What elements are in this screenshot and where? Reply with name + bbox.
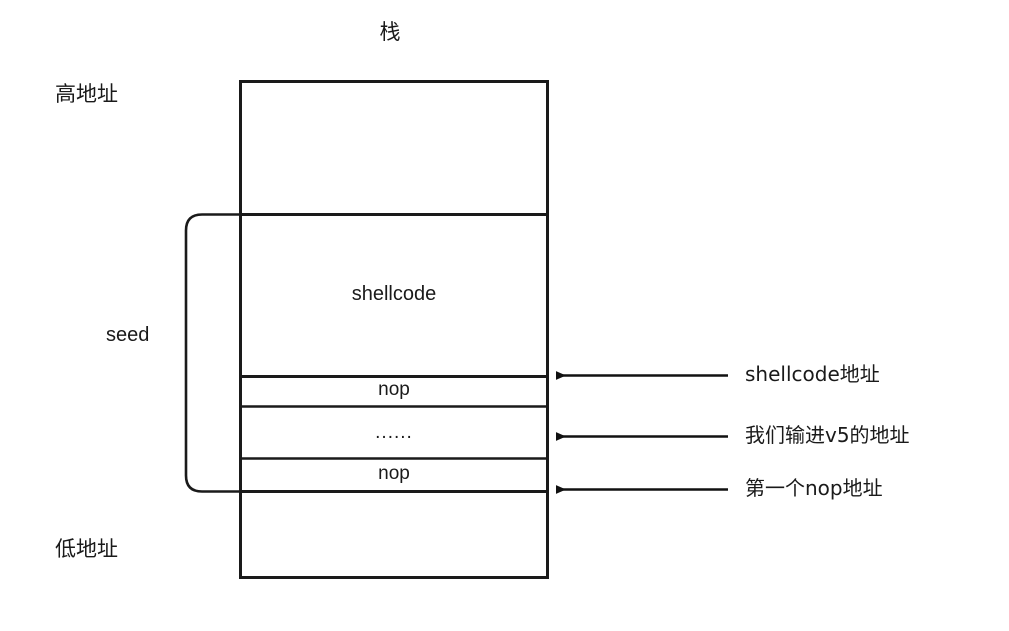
annotation-v5-input-address: 我们输进v5的地址 <box>745 423 910 447</box>
stack-box-outline <box>239 80 549 579</box>
shellcode-region-label: shellcode <box>351 283 437 305</box>
seed-bracket <box>184 213 242 493</box>
annotation-first-nop-address: 第一个nop地址 <box>745 476 883 500</box>
low-address-label: 低地址 <box>55 537 118 561</box>
annotation-shellcode-address: shellcode地址 <box>745 362 880 386</box>
nop-upper-region-label: nop <box>378 379 410 400</box>
high-address-label: 高地址 <box>55 82 118 106</box>
seed-bracket-label: seed <box>106 324 150 346</box>
nop-lower-region-label: nop <box>378 463 410 484</box>
diagram-title-text: 栈 <box>379 20 401 44</box>
ellipsis-region-label: ...... <box>375 422 413 443</box>
diagram-title: 栈 <box>0 22 1009 43</box>
